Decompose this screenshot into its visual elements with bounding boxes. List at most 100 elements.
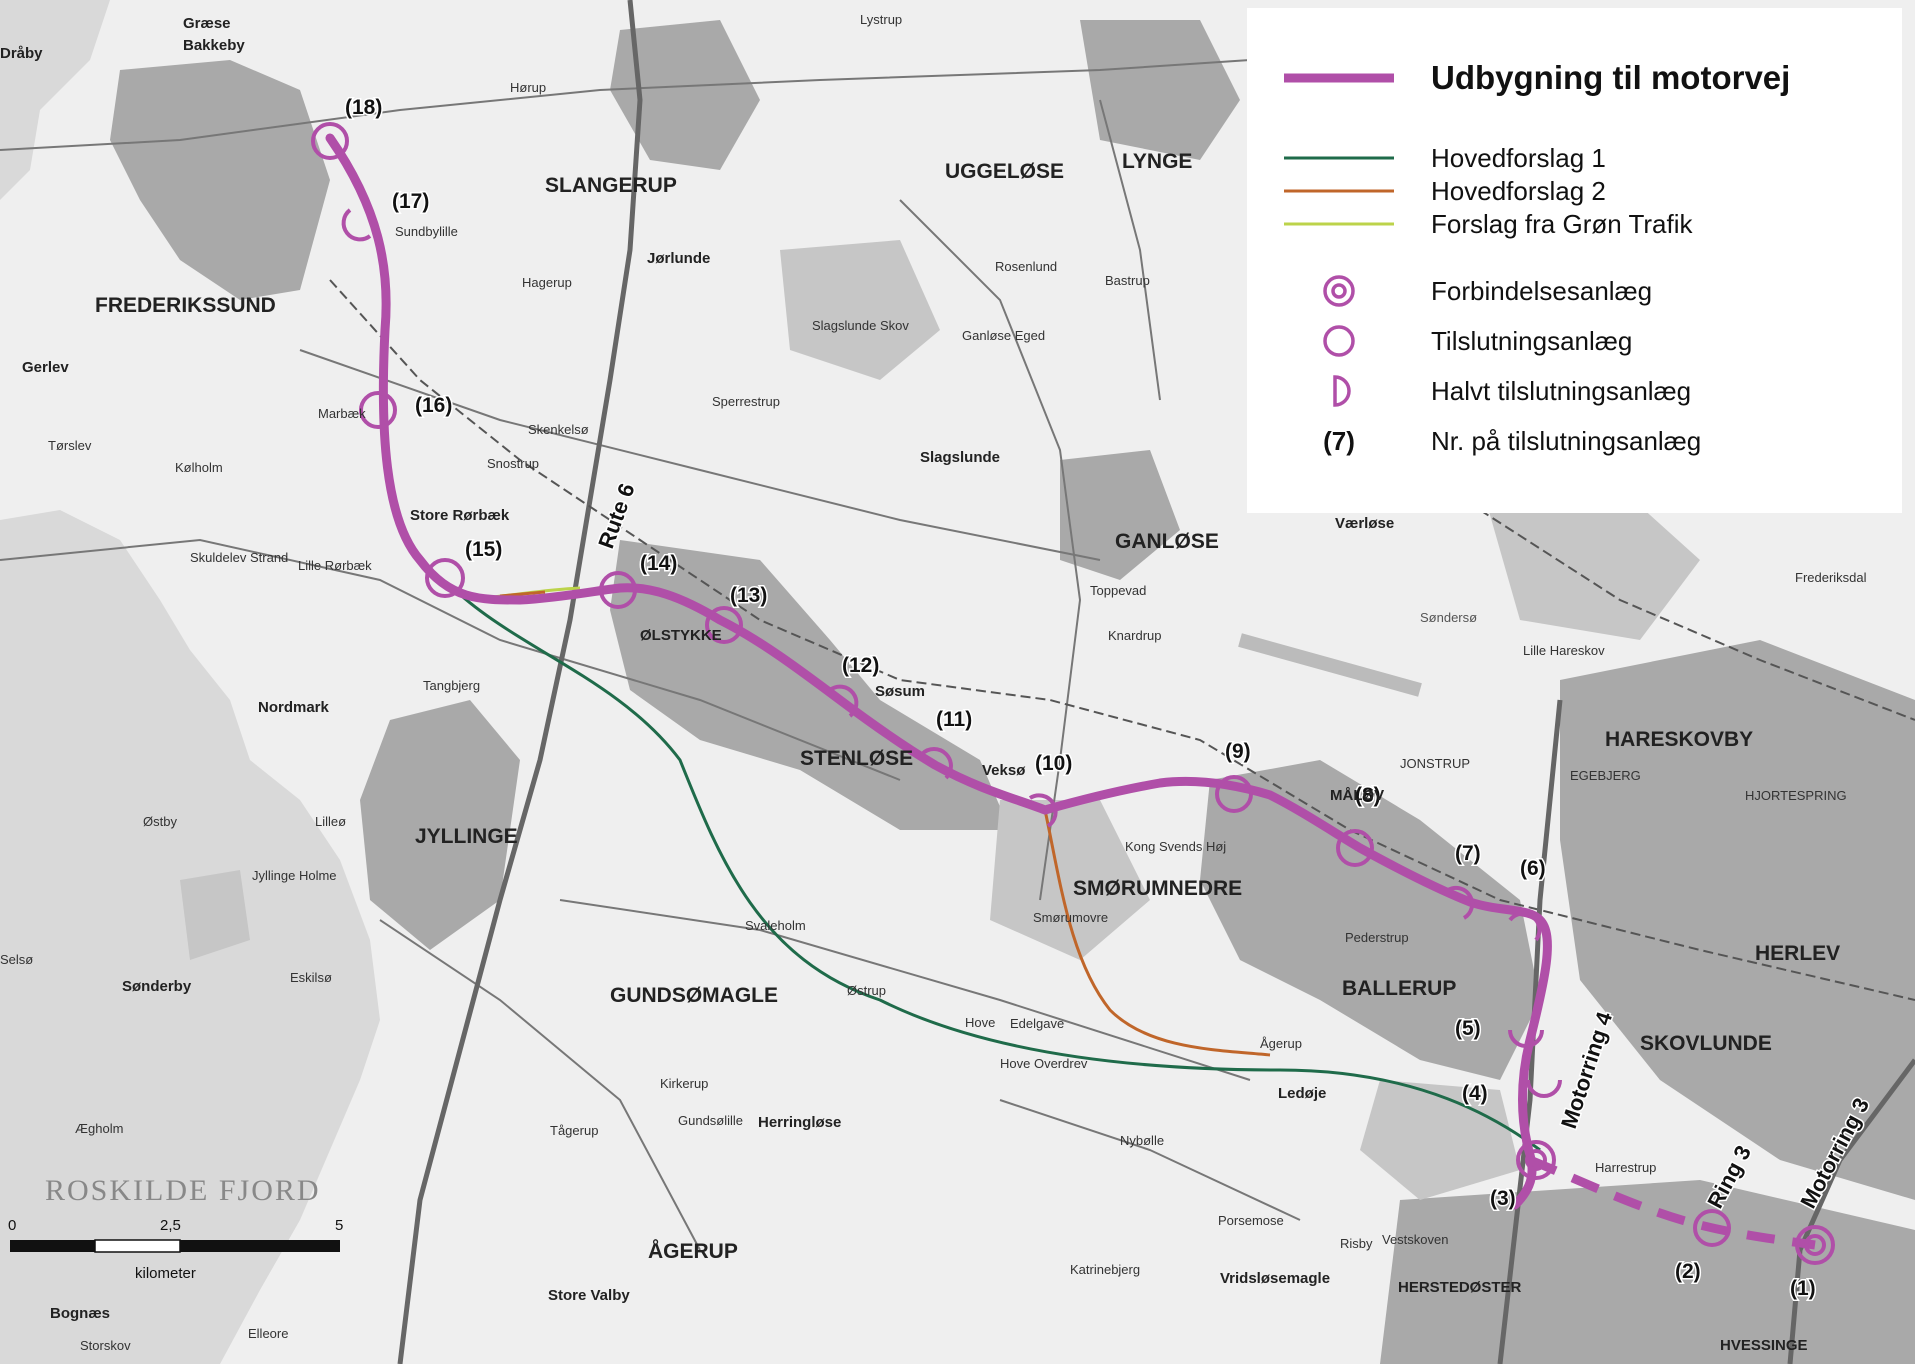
orange-segment-near-15: [499, 590, 546, 598]
junction-6-symbol: [1508, 911, 1542, 942]
place-skenkelso: Skenkelsø: [528, 422, 589, 437]
place-labels: Dråby Græse Bakkeby Hørup Jørlunde Gerle…: [0, 12, 1867, 1354]
place-sonderso: Søndersø: [1420, 610, 1477, 625]
junction-label-9: (9): [1225, 740, 1251, 763]
place-bastrup: Bastrup: [1105, 273, 1150, 288]
junction-2-symbol: [1693, 1209, 1731, 1247]
place-katrinebjerg: Katrinebjerg: [1070, 1262, 1140, 1277]
place-draby: Dråby: [0, 45, 43, 62]
junction-label-4: (4): [1462, 1082, 1488, 1105]
place-storskov: Storskov: [80, 1338, 131, 1353]
junction-label-13: (13): [730, 584, 767, 607]
town-hareskovby: HARESKOVBY: [1605, 728, 1753, 751]
place-lille-hareskov: Lille Hareskov: [1523, 643, 1605, 658]
place-bognaes: Bognæs: [50, 1305, 110, 1322]
junction-label-15: (15): [465, 538, 502, 561]
junction-label-2: (2): [1675, 1260, 1701, 1283]
place-jyllinge-holme: Jyllinge Holme: [252, 868, 337, 883]
place-smorumovre: Smørumovre: [1033, 910, 1108, 925]
town-uggelose: UGGELØSE: [945, 160, 1064, 183]
place-agerup-small: Ågerup: [1260, 1036, 1302, 1051]
junction-10-symbol: [1028, 793, 1058, 828]
scale-tick-0: 0: [8, 1217, 16, 1234]
junction-label-8: (8): [1355, 784, 1381, 807]
place-jorlunde: Jørlunde: [647, 250, 710, 267]
junction-18-symbol: [311, 122, 349, 160]
airport-runway: [1238, 633, 1422, 697]
half-circle-icon: [1247, 373, 1431, 409]
town-smorumnedre: SMØRUMNEDRE: [1073, 877, 1242, 900]
place-ostby: Østby: [143, 814, 177, 829]
junction-label-1: (1): [1790, 1277, 1816, 1300]
motorway-dashed-extension: [1528, 1155, 1816, 1250]
place-porsemose: Porsemose: [1218, 1213, 1284, 1228]
town-slangerup: SLANGERUP: [545, 174, 677, 197]
legend-halvt-tilslutningsanlaeg-label: Halvt tilslutningsanlæg: [1431, 375, 1692, 406]
junction-label-3: (3): [1490, 1187, 1516, 1210]
legend-hovedforslag-1-swatch: [1247, 155, 1431, 161]
place-kirkerup: Kirkerup: [660, 1076, 708, 1091]
place-sundbylille: Sundbylille: [395, 224, 458, 239]
junction-1-symbol: [1795, 1225, 1835, 1265]
road-west: [0, 538, 901, 781]
motorway-line: [325, 133, 1552, 1210]
junction-3-symbol: [1516, 1140, 1556, 1180]
place-torslev: Tørslev: [48, 438, 92, 453]
double-circle-icon: [1247, 273, 1431, 309]
road-north: [0, 59, 1251, 151]
junction-label-14: (14): [640, 552, 677, 575]
scale-segment-1: [10, 1240, 95, 1252]
junction-16-symbol: [359, 391, 397, 429]
place-hove-overdrev: Hove Overdrev: [1000, 1056, 1088, 1071]
slangerup-urban: [610, 20, 760, 170]
legend-panel: Udbygning til motorvej Hovedforslag 1 Ho…: [1247, 8, 1902, 513]
edelgave-forest: [990, 800, 1150, 960]
town-lynge: LYNGE: [1122, 150, 1192, 173]
place-bakkeby: Bakkeby: [183, 37, 245, 54]
legend-row-hovedforslag-2: Hovedforslag 2: [1247, 175, 1902, 207]
place-malov: MÅLØV: [1330, 787, 1384, 804]
legend-row-gron-trafik: Forslag fra Grøn Trafik: [1247, 208, 1902, 240]
place-selso: Selsø: [0, 952, 33, 967]
road-south: [559, 899, 1251, 1081]
place-store-rorbaek: Store Rørbæk: [410, 507, 510, 524]
place-store-valby: Store Valby: [548, 1287, 630, 1304]
place-sosum: Søsum: [875, 683, 925, 700]
legend-row-number: (7) Nr. på tilslutningsanlæg: [1247, 422, 1902, 460]
legend-number-text: (7): [1323, 425, 1355, 456]
place-risby: Risby: [1340, 1236, 1373, 1251]
place-kong-svends-hoj: Kong Svends Høj: [1125, 839, 1226, 854]
place-slagslunde-skov: Slagslunde Skov: [812, 318, 909, 333]
slagslunde-skov: [780, 240, 940, 380]
place-ganlose-eged: Ganløse Eged: [962, 328, 1045, 343]
junction-5-symbol: [1508, 1029, 1544, 1048]
place-slagslunde: Slagslunde: [920, 449, 1000, 466]
hovedforslag-2-line: [1043, 809, 1271, 1057]
place-lille-rorbaek: Lille Rørbæk: [298, 558, 372, 573]
place-frederiksdal: Frederiksdal: [1795, 570, 1867, 585]
scale-tick-2-5: 2,5: [160, 1217, 181, 1234]
circle-icon: [1247, 323, 1431, 359]
road-network: [0, 59, 1301, 1251]
place-graese: Græse: [183, 15, 231, 32]
legend-tilslutningsanlaeg-label: Tilslutningsanlæg: [1431, 325, 1633, 356]
scale-segment-2: [94, 1239, 181, 1253]
place-eskilso: Eskilsø: [290, 970, 332, 985]
scale-unit: kilometer: [135, 1265, 196, 1282]
junction-14-symbol: [599, 571, 637, 609]
place-snostrup: Snostrup: [487, 456, 539, 471]
place-egebjerg: EGEBJERG: [1570, 768, 1641, 783]
town-jyllinge: JYLLINGE: [415, 825, 518, 848]
legend-title: Udbygning til motorvej: [1431, 59, 1791, 96]
place-nordmark: Nordmark: [258, 699, 330, 716]
legend-row-forbindelsesanlaeg: Forbindelsesanlæg: [1247, 272, 1902, 310]
lynge-urban: [1080, 20, 1240, 160]
junction-7-symbol: [1447, 885, 1475, 920]
place-gundsolille: Gundsølille: [678, 1113, 743, 1128]
road-mid: [299, 349, 1101, 561]
town-skovlunde: SKOVLUNDE: [1640, 1032, 1772, 1055]
legend-gron-trafik-label: Forslag fra Grøn Trafik: [1431, 208, 1693, 239]
town-frederikssund: FREDERIKSSUND: [95, 294, 276, 317]
place-lilleo: Lilleø: [315, 814, 346, 829]
legend-row-halvt-tilslutningsanlaeg: Halvt tilslutningsanlæg: [1247, 372, 1902, 410]
